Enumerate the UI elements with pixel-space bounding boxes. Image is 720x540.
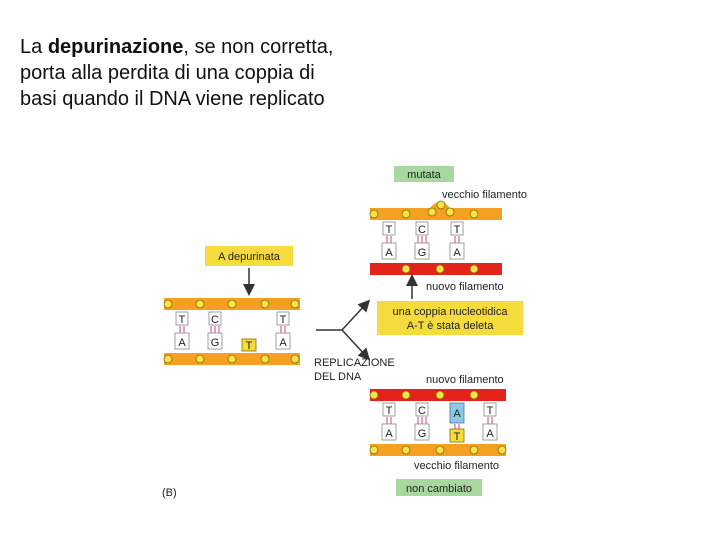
base-label: A <box>385 428 393 440</box>
bottom-right-upper-bases: T C A T <box>382 402 497 424</box>
base-label: G <box>418 428 427 440</box>
bottom-right-dna: nuovo filamento T C A T A <box>369 374 507 496</box>
coppia-label-1: una coppia nucleotidica <box>393 306 509 318</box>
coppia-label-2: A-T è stata deleta <box>407 320 495 332</box>
base-label: T <box>454 431 461 443</box>
left-dna: A depurinata T C T A <box>163 246 300 365</box>
paired-t-base <box>449 428 465 443</box>
mutata-label: mutata <box>407 169 442 181</box>
base-label: A <box>486 428 494 440</box>
text-line-3: basi quando il DNA viene replicato <box>20 88 325 110</box>
top-right-hydrogen-bonds <box>386 236 460 243</box>
unpaired-t-base <box>241 338 257 352</box>
base-label: C <box>418 405 426 417</box>
base-label: A <box>453 247 461 259</box>
vecchio-filamento-bottom-label: vecchio filamento <box>414 460 499 472</box>
replication-arrows <box>316 299 371 361</box>
phosphate <box>195 299 205 309</box>
bottom-right-lower-bases: A G T A <box>381 423 498 443</box>
base-label: C <box>418 224 426 236</box>
bottom-right-hydrogen-bonds <box>386 417 493 429</box>
base-label: G <box>211 337 220 349</box>
non-cambiato-label: non cambiato <box>406 483 472 495</box>
nuovo-filamento-bottom-label: nuovo filamento <box>426 374 504 386</box>
bottom-right-old-phosphates <box>369 445 507 455</box>
base-label: T <box>386 224 393 236</box>
top-right-upper-bases: T C T <box>382 221 464 236</box>
base-label: A <box>453 408 461 420</box>
base-label: G <box>418 247 427 259</box>
top-right-old-strand <box>370 208 502 220</box>
base-label: T <box>454 224 461 236</box>
base-label: A <box>178 337 186 349</box>
non-cambiato-label-box <box>396 479 482 496</box>
left-top-phosphates <box>163 299 300 309</box>
deleted-pair-note-box <box>377 301 523 335</box>
a-depurinata-label-box <box>205 246 293 266</box>
text-line-1: La depurinazione, se non corretta, <box>20 34 440 60</box>
base-label: T <box>246 340 253 352</box>
text-line-1-bold: depurinazione <box>47 36 184 58</box>
a-depurinata-label: A depurinata <box>218 251 281 263</box>
nuovo-filamento-top-label: nuovo filamento <box>426 281 504 293</box>
new-a-base <box>449 402 465 424</box>
base-label: T <box>487 405 494 417</box>
left-bottom-bases: A G T A <box>174 332 291 352</box>
base-label: C <box>211 314 219 326</box>
panel-label: (B) <box>162 487 177 499</box>
bottom-right-new-phosphates <box>369 390 479 400</box>
left-bottom-phosphates <box>163 354 300 364</box>
text-line-1-post: , se non corretta, <box>183 36 334 58</box>
phosphate <box>227 299 237 309</box>
replicazione-label-1: REPLICAZIONE <box>314 357 395 369</box>
top-right-lower-bases: A G A <box>381 242 465 260</box>
top-right-old-phosphates <box>369 200 479 219</box>
base-label: A <box>385 247 393 259</box>
text-line-2: porta alla perdita di una coppia di <box>20 62 315 84</box>
base-label: A <box>279 337 287 349</box>
replicazione-label-2: DEL DNA <box>314 371 362 383</box>
text-line-1-pre: La <box>20 36 48 58</box>
phosphate <box>260 299 270 309</box>
phosphate <box>163 299 173 309</box>
phosphate <box>290 299 300 309</box>
base-label: T <box>179 314 186 326</box>
base-label: T <box>386 405 393 417</box>
base-label: T <box>280 314 287 326</box>
vecchio-filamento-top-label: vecchio filamento <box>442 189 527 201</box>
top-right-new-phosphates <box>401 264 479 274</box>
left-hydrogen-bonds <box>179 326 286 333</box>
slide-text: La depurinazione, se non corretta, porta… <box>20 34 440 112</box>
left-top-bases: T C T <box>175 311 290 326</box>
top-right-dna: mutata vecchio filamento T C T <box>369 166 527 293</box>
mutata-label-box <box>394 166 454 182</box>
